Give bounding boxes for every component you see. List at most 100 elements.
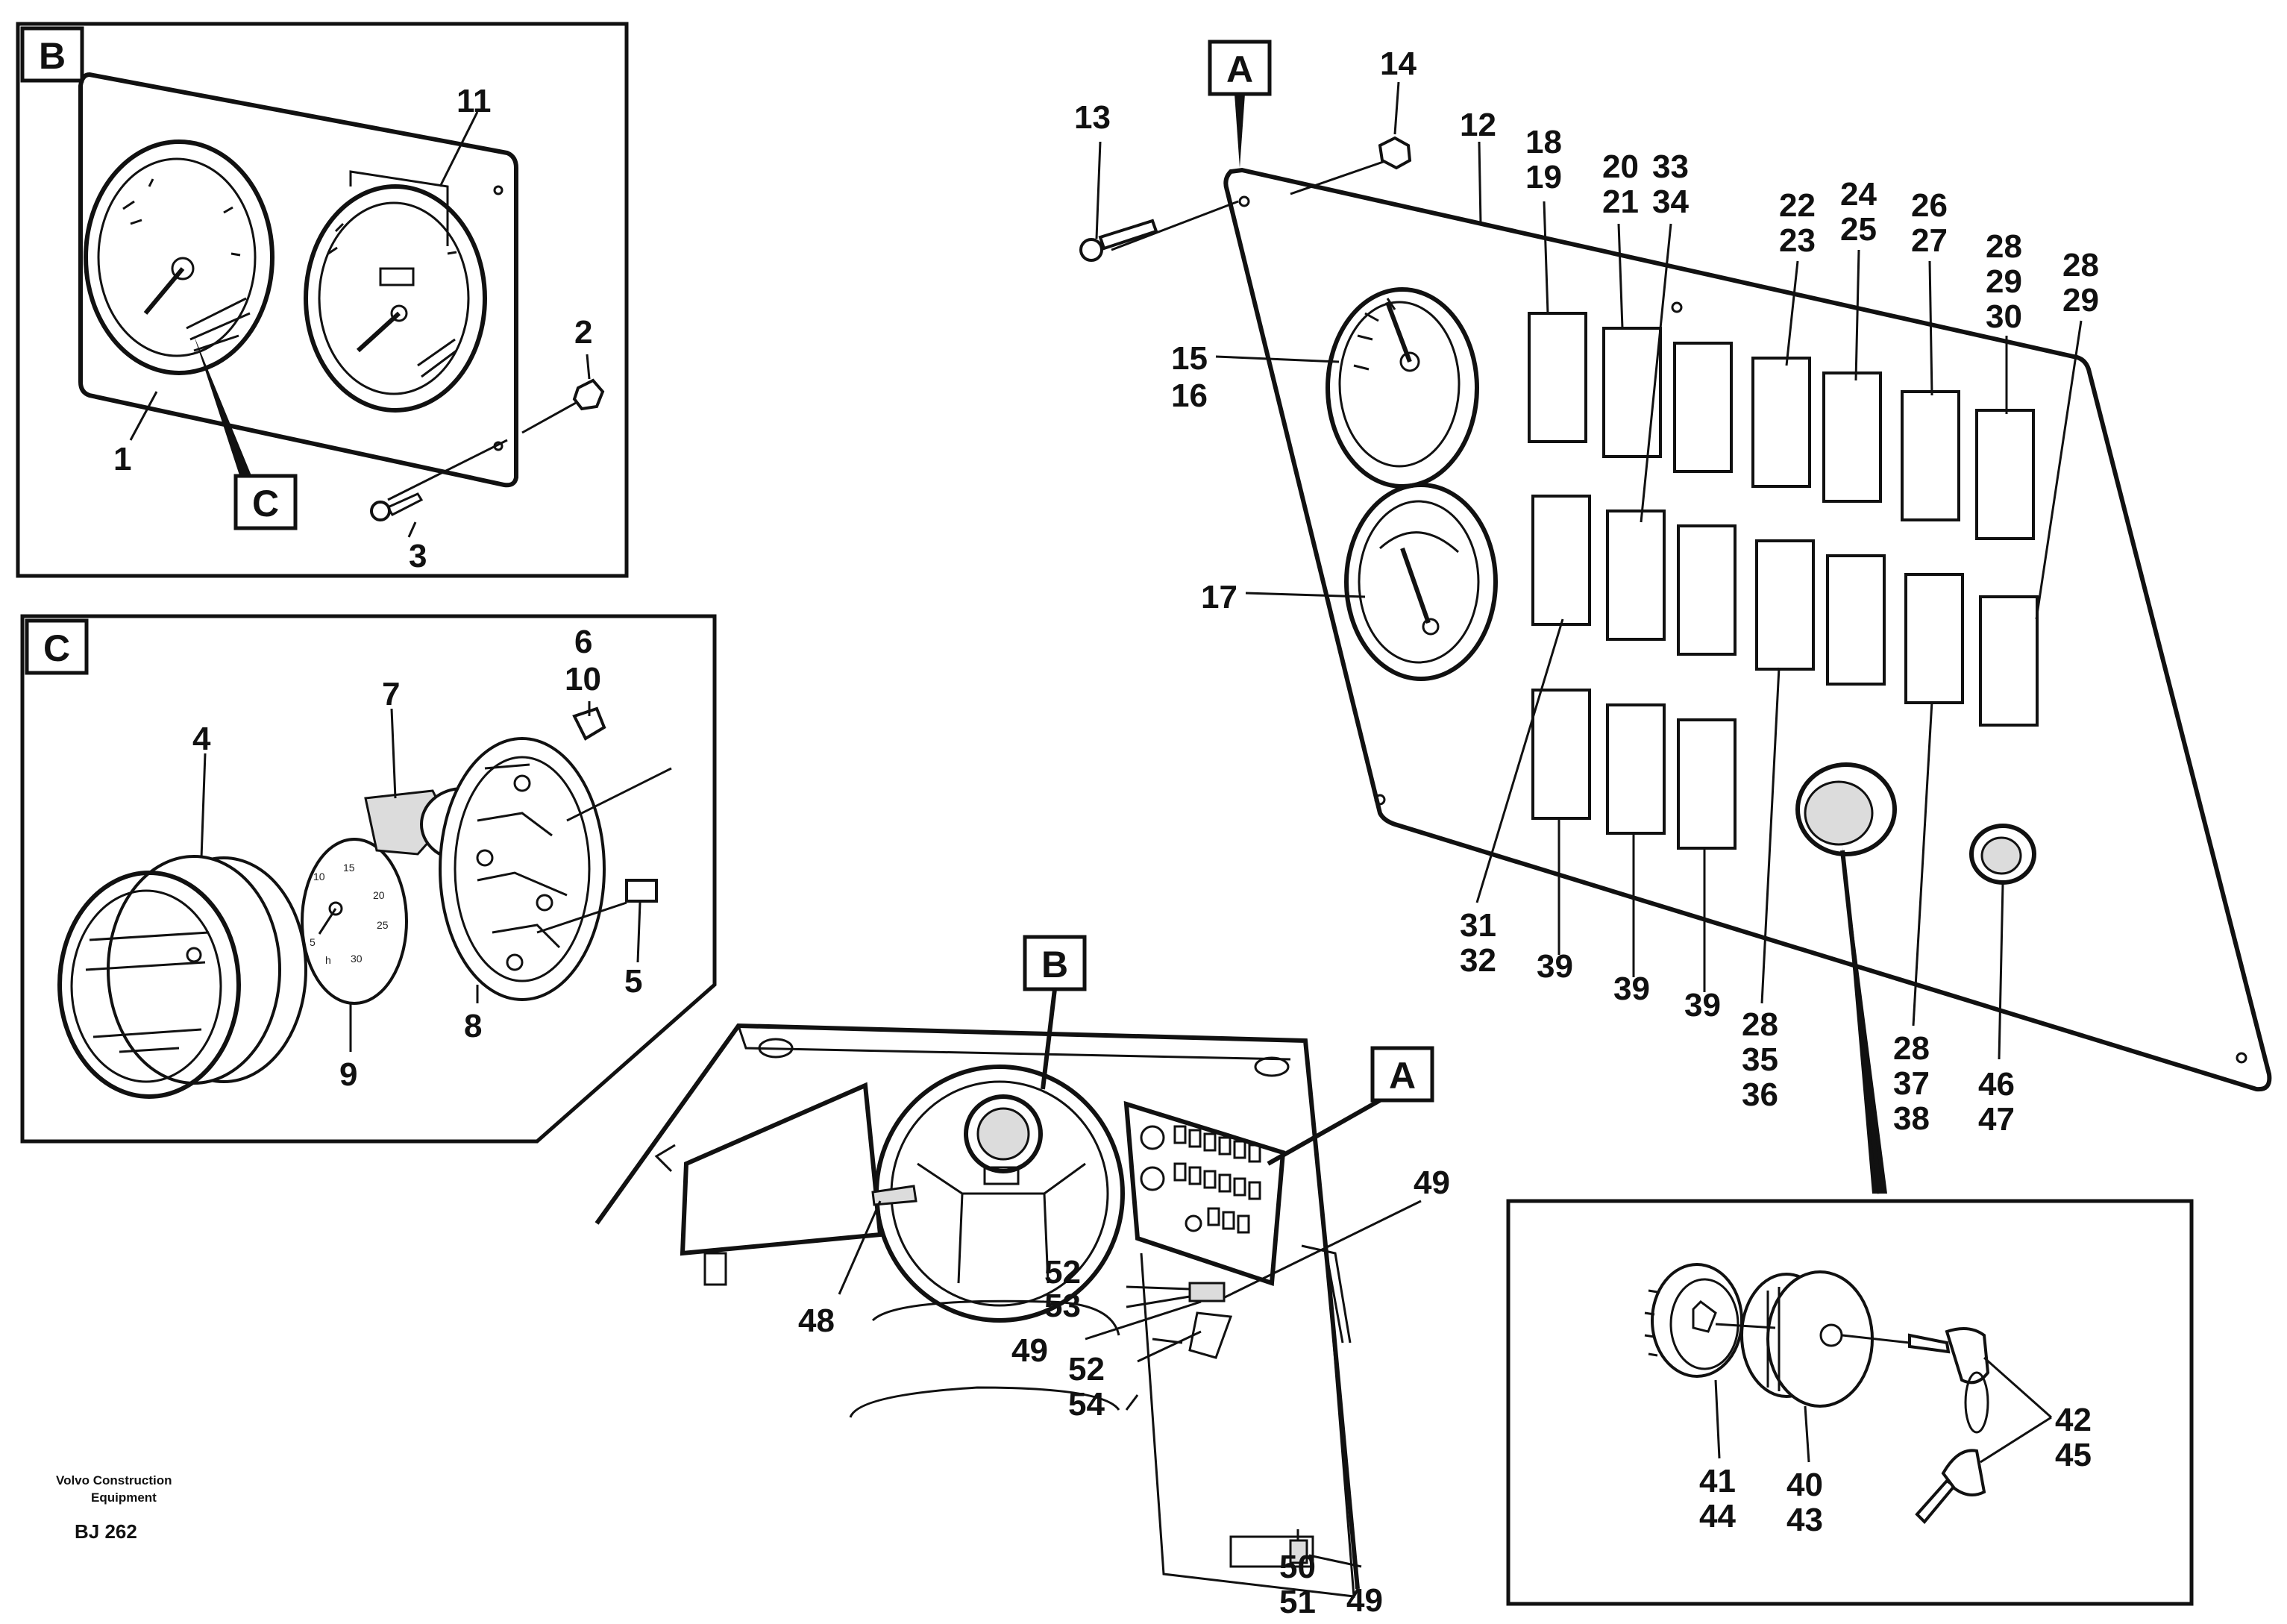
gauge-17-scale — [1378, 531, 1460, 554]
steering-hub — [983, 1166, 1020, 1185]
part-label-46: 46 — [1978, 1066, 2015, 1103]
detail-c-frame — [20, 614, 717, 1144]
key-2-blade — [1915, 1479, 1957, 1524]
part-label-12: 12 — [1460, 107, 1496, 143]
leader-26-27 — [1928, 260, 1933, 396]
ignition-switch — [1795, 762, 1897, 856]
console-switch — [1207, 1207, 1220, 1226]
lighter-46-47 — [1969, 824, 2036, 885]
leader-1 — [129, 391, 158, 441]
lighter-knob — [1980, 836, 2022, 875]
dash-outline — [595, 1023, 1360, 1590]
blank-39-c — [1677, 718, 1737, 850]
part-label-23: 23 — [1779, 222, 1816, 259]
overview-a-tag: A — [1389, 1055, 1416, 1097]
gauge-15 — [1326, 287, 1479, 489]
bulb-axis — [566, 767, 672, 822]
part-label-11: 11 — [457, 83, 492, 119]
console-switch — [1222, 1211, 1235, 1230]
part-label-39b: 39 — [1613, 971, 1650, 1007]
dial-units: h — [325, 954, 331, 966]
leader-40-43 — [1804, 1405, 1810, 1463]
right-gauge-bezel — [304, 184, 487, 413]
switch-26-27 — [1901, 390, 1960, 521]
leader-42-45-b — [1980, 1416, 2052, 1464]
part-label-18: 18 — [1525, 124, 1562, 160]
circuit-hole — [506, 953, 524, 971]
part-label-6: 6 — [574, 624, 592, 660]
part-label-40: 40 — [1786, 1467, 1823, 1503]
console-gauge — [1140, 1125, 1165, 1150]
part-label-16: 16 — [1171, 377, 1208, 414]
detail-c-tag-box — [25, 618, 89, 675]
cab-overview: B A — [595, 935, 1450, 1620]
switch-28-29 — [1979, 595, 2039, 727]
blank-39-a — [1531, 689, 1591, 820]
part-label-34: 34 — [1652, 184, 1689, 220]
circuit-hole — [476, 849, 494, 867]
multi-function-stalk — [871, 1185, 917, 1206]
switch-22-23 — [1751, 357, 1811, 488]
right-gauge-needle — [356, 311, 401, 353]
overview-b-tag: B — [1041, 944, 1068, 985]
right-gauge-face — [318, 201, 470, 395]
dash-vent — [758, 1038, 794, 1059]
lock-cylinder-ribs — [1766, 1287, 1781, 1391]
dial-mark-15: 15 — [343, 862, 355, 874]
part-label-36: 36 — [1742, 1076, 1778, 1113]
part-label-38: 38 — [1893, 1100, 1930, 1137]
part-label-24: 24 — [1840, 176, 1877, 213]
switch-panel-plate — [1223, 167, 2272, 1092]
part-label-30: 30 — [1986, 298, 2022, 335]
part-label-7: 7 — [382, 676, 400, 712]
gauge-housing-screw — [186, 947, 202, 963]
key-axis — [1842, 1334, 1910, 1344]
panel-hole — [1374, 794, 1386, 806]
switch-row2-3 — [1677, 524, 1737, 656]
connector — [625, 879, 658, 903]
gauge-15-face — [1338, 301, 1461, 468]
switch-31-32 — [1531, 495, 1591, 626]
console-switch — [1233, 1140, 1246, 1159]
switch-20-21 — [1602, 327, 1662, 458]
gauge-dial-center — [328, 901, 343, 916]
detail-b-tag: B — [39, 35, 66, 77]
company-name-line2: Equipment — [91, 1490, 157, 1505]
detail-a-switch-panel: A — [1074, 40, 2272, 1194]
gauge-17-hub — [1422, 618, 1440, 636]
gauge-panel-plate — [78, 72, 518, 488]
console-lighter — [1185, 1214, 1202, 1232]
right-gauge-cover — [349, 170, 449, 246]
switch-18-19 — [1528, 312, 1587, 443]
leader-2 — [586, 354, 591, 380]
callout-c-pointer — [194, 336, 252, 477]
leader-24-25 — [1854, 249, 1860, 381]
part-label-32: 32 — [1460, 942, 1496, 979]
callout-c-tag: C — [252, 483, 279, 524]
switch-28-35-36 — [1755, 539, 1815, 671]
part-label-2: 2 — [574, 314, 592, 351]
console-switch — [1173, 1162, 1187, 1182]
ignition-contact-socket — [1692, 1300, 1717, 1333]
gauge-17-needle — [1400, 548, 1431, 624]
gauge-housing-glass — [70, 889, 222, 1083]
part-label-47: 47 — [1978, 1101, 2015, 1138]
left-gauge-hub — [171, 257, 195, 280]
detail-a-pointer — [1235, 94, 1245, 168]
part-label-1: 1 — [113, 441, 131, 477]
overview-a-pointer — [1267, 1098, 1381, 1166]
part-label-28d: 28 — [1893, 1030, 1930, 1067]
gauge-dial-needle — [318, 908, 337, 935]
gauge-15-needle — [1385, 301, 1412, 363]
switch-group-52-53 — [1188, 1282, 1226, 1302]
part-label-33: 33 — [1652, 148, 1689, 185]
detail-b-gauge-cluster: B C 1 2 3 — [16, 22, 629, 578]
detail-c-gauge-exploded: C 5 10 15 20 25 30 h — [20, 614, 717, 1144]
console-switch — [1203, 1132, 1217, 1152]
screw-head — [370, 501, 391, 521]
gauge-dial-plate — [301, 838, 408, 1005]
steering-gauge — [964, 1094, 1043, 1173]
leader-7 — [390, 708, 397, 799]
console-switch — [1203, 1170, 1217, 1189]
overview-b-pointer — [1041, 988, 1057, 1090]
